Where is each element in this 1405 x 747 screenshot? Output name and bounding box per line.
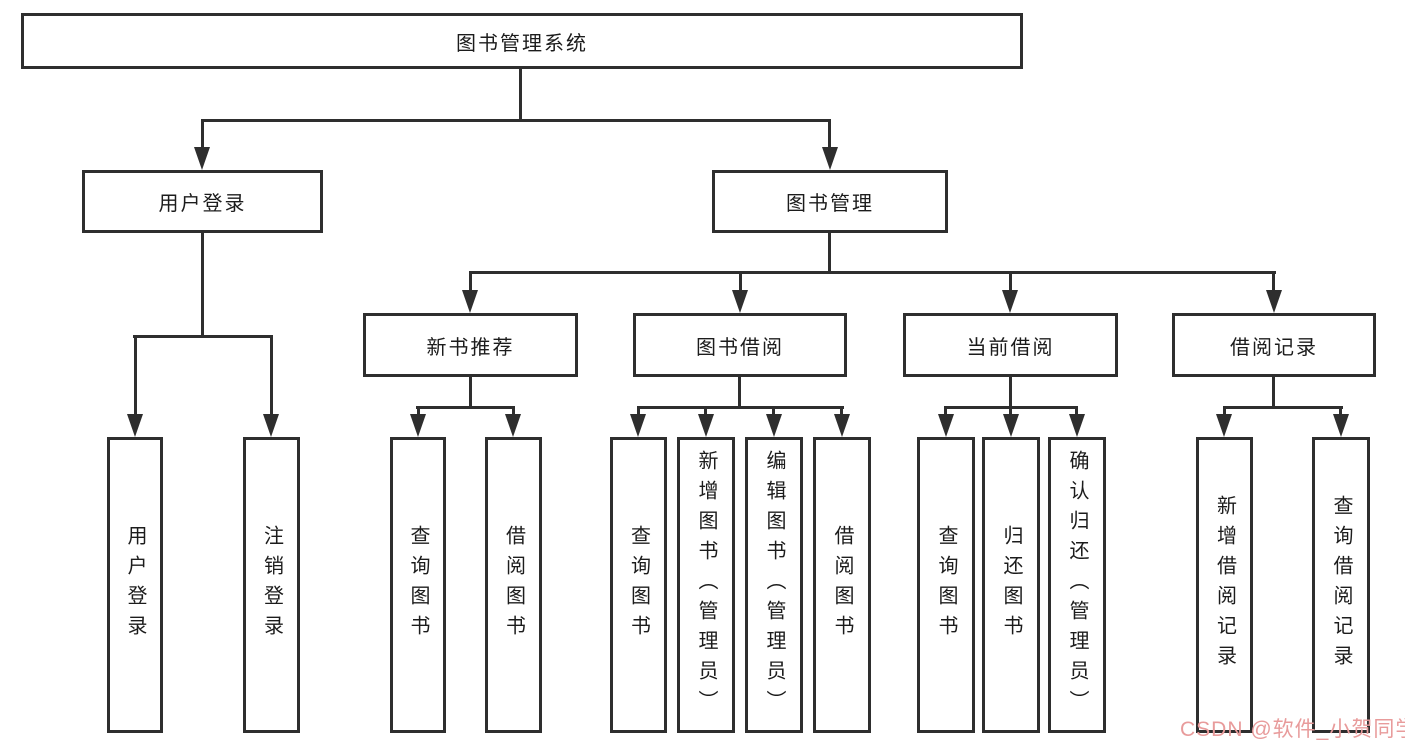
node-library-management-system: 图书管理系统	[21, 13, 1023, 69]
node-label: 新书推荐	[426, 336, 515, 359]
connector-stub	[417, 406, 420, 415]
node-label: 编辑图书（管理员）	[763, 450, 785, 720]
connector-stub	[1075, 406, 1078, 415]
connector-vline	[828, 233, 831, 271]
arrowhead	[766, 414, 782, 437]
arrowhead	[410, 414, 426, 437]
connector-vline	[738, 377, 741, 406]
connector-hline	[637, 406, 844, 409]
connector-vline	[1272, 377, 1275, 406]
arrowhead	[630, 414, 646, 437]
connector-stub	[201, 119, 204, 149]
node-label: 注销登录	[260, 525, 283, 645]
arrowhead	[1216, 414, 1232, 437]
arrowhead	[1003, 414, 1019, 437]
connector-stub	[1009, 271, 1012, 292]
node-current-borrowing: 当前借阅	[903, 313, 1118, 377]
node-label: 图书管理系统	[456, 32, 588, 55]
connector-stub	[828, 119, 831, 149]
node-borrow-book: 借阅图书	[813, 437, 871, 733]
watermark: CSDN @软件_小贺同学	[1180, 718, 1405, 741]
arrowhead	[1333, 414, 1349, 437]
node-borrowing-records: 借阅记录	[1172, 313, 1376, 377]
connector-stub	[1272, 271, 1275, 292]
connector-stub	[772, 406, 775, 415]
node-logout: 注销登录	[243, 437, 300, 733]
node-label: 查询借阅记录	[1330, 495, 1352, 675]
connector-hline	[1223, 406, 1343, 409]
node-book-borrowing: 图书借阅	[633, 313, 847, 377]
node-label: 查询图书	[935, 525, 957, 645]
arrowhead	[462, 290, 478, 313]
arrowhead	[1002, 290, 1018, 313]
arrowhead	[505, 414, 521, 437]
node-add-borrow-record: 新增借阅记录	[1196, 437, 1253, 733]
node-label: 确认归还（管理员）	[1066, 450, 1088, 720]
node-borrowing-query-book: 查询图书	[610, 437, 667, 733]
arrowhead	[1266, 290, 1282, 313]
arrowhead	[127, 414, 143, 437]
node-label: 用户登录	[124, 525, 146, 645]
node-label: 借阅记录	[1230, 336, 1318, 359]
connector-stub	[270, 335, 273, 415]
connector-stub	[1223, 406, 1226, 415]
node-book-management: 图书管理	[712, 170, 948, 233]
node-user-login-action: 用户登录	[107, 437, 163, 733]
node-recommend-borrow-book: 借阅图书	[485, 437, 542, 733]
node-label: 查询图书	[627, 525, 650, 645]
node-label: 新增借阅记录	[1213, 495, 1236, 675]
connector-stub	[1009, 406, 1012, 415]
connector-hline	[201, 119, 831, 122]
node-add-book-admin: 新增图书（管理员）	[677, 437, 735, 733]
connector-vline	[469, 377, 472, 406]
node-label: 图书管理	[786, 193, 874, 215]
connector-vline	[201, 233, 204, 335]
node-current-query-book: 查询图书	[917, 437, 975, 733]
connector-stub	[469, 271, 472, 292]
arrowhead	[194, 147, 210, 170]
node-return-book: 归还图书	[982, 437, 1040, 733]
node-label: 新增图书（管理员）	[695, 450, 717, 720]
connector-stub	[840, 406, 843, 415]
node-label: 借阅图书	[502, 525, 525, 645]
node-edit-book-admin: 编辑图书（管理员）	[745, 437, 803, 733]
arrowhead	[698, 414, 714, 437]
connector-stub	[739, 271, 742, 292]
node-label: 当前借阅	[966, 336, 1055, 359]
node-label: 查询图书	[407, 525, 429, 645]
node-label: 图书借阅	[696, 336, 784, 359]
arrowhead	[263, 414, 279, 437]
arrowhead	[834, 414, 850, 437]
arrowhead	[822, 147, 838, 170]
node-label: 借阅图书	[831, 525, 853, 645]
connector-hline	[416, 406, 515, 409]
connector-hline	[133, 335, 273, 338]
arrowhead	[938, 414, 954, 437]
arrowhead	[732, 290, 748, 313]
connector-stub	[134, 335, 137, 415]
node-confirm-return-admin: 确认归还（管理员）	[1048, 437, 1106, 733]
node-recommend-query-book: 查询图书	[390, 437, 446, 733]
connector-stub	[637, 406, 640, 415]
connector-vline	[519, 69, 522, 119]
connector-stub	[944, 406, 947, 415]
node-label: 归还图书	[1000, 525, 1022, 645]
arrowhead	[1069, 414, 1085, 437]
connector-hline	[469, 271, 1276, 274]
connector-stub	[704, 406, 707, 415]
node-query-borrow-record: 查询借阅记录	[1312, 437, 1370, 733]
connector-stub	[512, 406, 515, 415]
connector-vline	[1009, 377, 1012, 406]
node-new-book-recommendation: 新书推荐	[363, 313, 578, 377]
node-label: 用户登录	[158, 193, 247, 215]
node-user-login: 用户登录	[82, 170, 323, 233]
connector-stub	[1339, 406, 1342, 415]
